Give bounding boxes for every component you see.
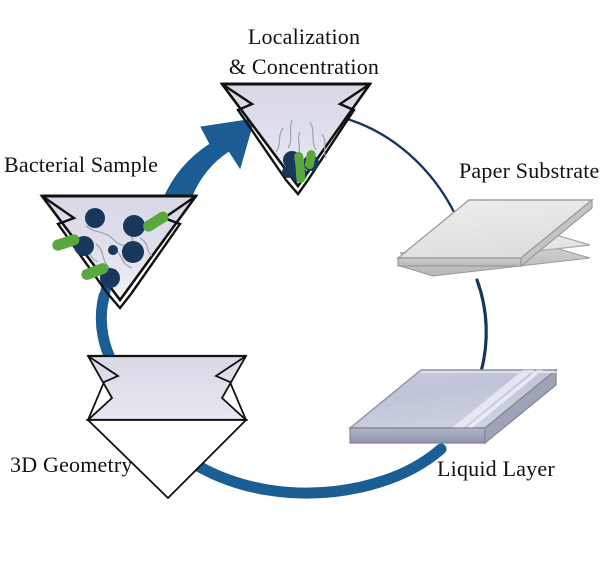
label-3d-geometry: 3D Geometry <box>10 452 133 477</box>
emphasis-arrow <box>162 118 255 204</box>
localization-apex <box>285 179 309 196</box>
label-localization-concentration: Localization & Concentration <box>212 22 396 82</box>
geometry-band-left-wire <box>87 355 120 421</box>
liquid-gloss-stripe-2 <box>466 370 543 428</box>
arrow-tail-thicken <box>163 144 214 204</box>
geometry-lower-cone <box>85 419 249 500</box>
localization-rim-left <box>221 83 287 181</box>
paper-slab-side-edge <box>520 198 593 268</box>
arc-left-thick <box>95 290 116 364</box>
node-paper-substrate <box>396 198 594 277</box>
label-localization-line2: & Concentration <box>228 54 380 79</box>
arc-top-right-thin <box>342 116 457 216</box>
liquid-slab-side-edge <box>484 368 557 445</box>
bacterial-rim-left <box>41 195 109 295</box>
label-localization-line1: Localization <box>247 24 361 49</box>
paper-slab-front-edge <box>397 257 522 267</box>
label-paper-substrate: Paper Substrate <box>459 158 600 183</box>
label-liquid-layer: Liquid Layer <box>437 456 555 481</box>
bacterial-apex <box>107 293 132 310</box>
geometry-band-right-wire <box>214 355 247 421</box>
liquid-gloss-stripe-1 <box>452 370 534 428</box>
label-bacterial-sample: Bacterial Sample <box>4 152 159 177</box>
localization-rim-right <box>306 83 371 181</box>
bacterial-rim-right <box>130 195 197 295</box>
node-3d-geometry <box>85 354 249 500</box>
node-liquid-layer <box>348 368 558 445</box>
geometry-upper-band <box>85 355 249 421</box>
localization-bacteria <box>294 150 316 183</box>
node-bacterial-sample <box>39 194 199 310</box>
node-localization-concentration <box>219 82 373 196</box>
bacterial-beads <box>74 208 145 288</box>
arc-right-thin <box>475 278 488 374</box>
bacterial-bacteria <box>52 211 169 280</box>
liquid-slab-front-edge <box>349 427 486 444</box>
